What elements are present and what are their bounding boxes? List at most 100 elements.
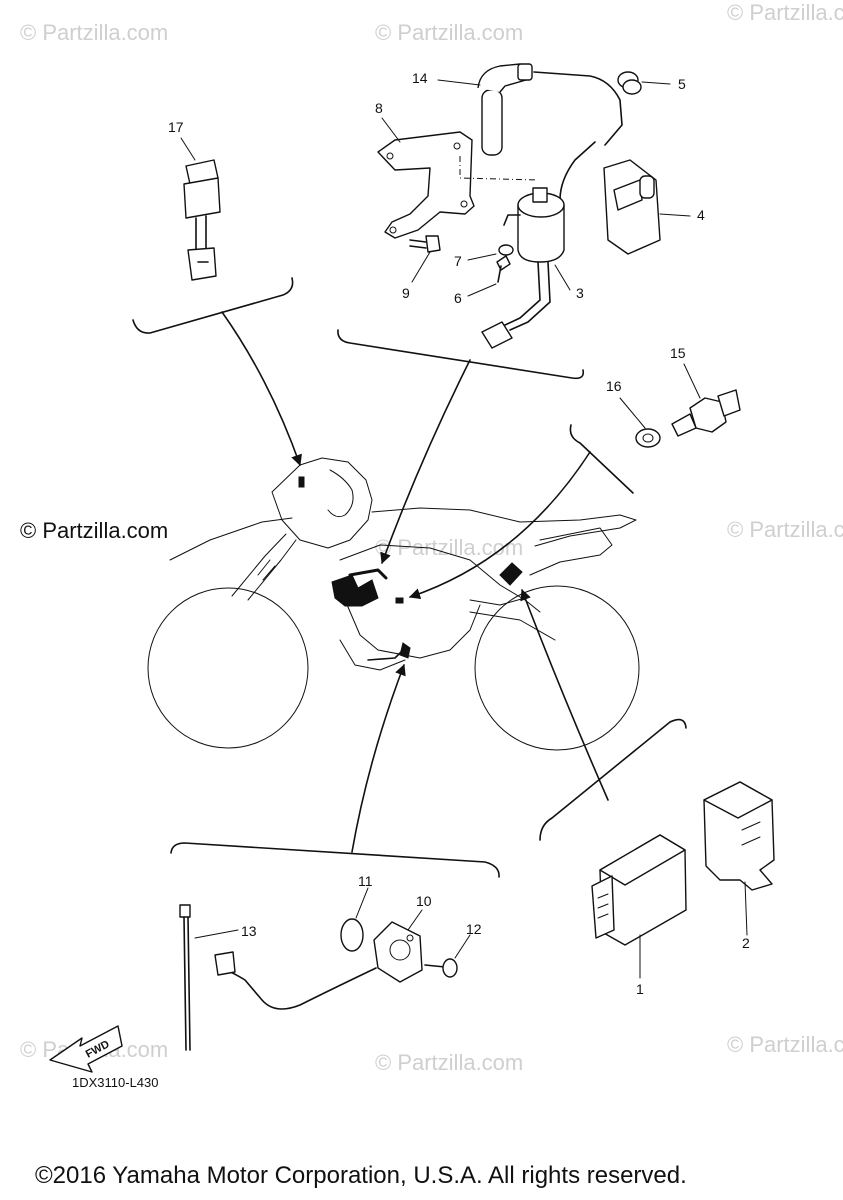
sensor-face (389, 939, 411, 961)
cover-body (603, 159, 661, 255)
relay-connector (187, 247, 217, 281)
location-marker (395, 597, 404, 604)
leader-16 (619, 397, 646, 429)
part-9-bolt-shank (409, 239, 427, 249)
part-10-sensor (214, 921, 423, 1010)
group-bracket (170, 842, 500, 878)
callout-6: 6 (454, 290, 462, 306)
leader-11 (355, 887, 369, 919)
part-3-ignition-coil (459, 156, 565, 349)
tie-head (179, 904, 191, 918)
leader-9 (411, 251, 431, 283)
lower-frame (339, 639, 406, 671)
leader-arrow (408, 451, 591, 600)
copyright-notice: ©2016 Yamaha Motor Corporation, U.S.A. A… (35, 1162, 687, 1189)
part-6-bolt-head (496, 255, 511, 271)
part-14-plug-cap (477, 63, 623, 201)
callout-1: 1 (636, 981, 644, 997)
leader-2 (744, 881, 748, 936)
leader-arrow (380, 359, 471, 565)
callout-9: 9 (402, 285, 410, 301)
part-12-screw (424, 958, 458, 978)
plug-cap-nut (517, 63, 533, 81)
coil-connector (481, 321, 513, 349)
leader-5 (641, 81, 671, 85)
part-1-ecu (591, 834, 687, 946)
part-6-bolt-shank (497, 265, 502, 283)
tie-strap (183, 916, 191, 1051)
callout-4: 4 (697, 207, 705, 223)
ecu-pins (597, 893, 609, 919)
callout-2: 2 (742, 935, 750, 951)
leader-lines (132, 277, 687, 878)
leader-3 (554, 264, 571, 291)
watermark-text: © Partzilla.com (727, 0, 843, 25)
part-5-grommet (617, 71, 642, 95)
relay-body (183, 177, 221, 219)
part-9-bolt-head (425, 235, 441, 253)
bracket-plate (377, 131, 475, 239)
leader-6 (467, 283, 497, 297)
watermark-text: © Partzilla.com (20, 20, 168, 45)
part-15-temp-sensor (671, 389, 741, 437)
leader-14 (437, 79, 481, 86)
callout-14: 14 (412, 70, 428, 86)
front-fender (169, 517, 293, 561)
location-marker (499, 562, 523, 586)
diagram-code: 1DX3110-L430 (72, 1075, 159, 1090)
plug-cap-body (481, 89, 503, 156)
callout-3: 3 (576, 285, 584, 301)
sensor-tip (671, 413, 697, 437)
callout-8: 8 (375, 100, 383, 116)
sensor-hole (406, 934, 414, 942)
part-4-coil-cover (603, 159, 661, 255)
cover-window (613, 179, 643, 211)
watermark-group: © Partzilla.com © Partzilla.com © Partzi… (20, 0, 843, 1075)
fwd-arrow-shape (49, 1025, 123, 1073)
sensor-plug (214, 951, 236, 976)
location-marker-wire (367, 649, 404, 661)
assembly-line (459, 156, 539, 181)
part-17-relay (183, 159, 221, 281)
group-bracket (337, 329, 585, 380)
gasket-outer (635, 428, 661, 448)
fwd-arrow-icon: FWD (49, 1025, 123, 1073)
leader-15 (683, 363, 701, 399)
group-bracket (569, 424, 634, 494)
fork-guard (257, 559, 276, 581)
watermark-text: © Partzilla.com (375, 1050, 523, 1075)
callout-13: 13 (241, 923, 257, 939)
coil-mount (503, 214, 521, 226)
part-13-cable-tie (179, 904, 191, 1051)
bracket-hole (386, 152, 394, 160)
front-number-plate (271, 457, 373, 549)
screw-head (442, 958, 458, 978)
part-2-ecu-holder (703, 781, 775, 891)
callout-7: 7 (454, 253, 462, 269)
rear-wheel (474, 585, 640, 751)
callout-11: 11 (358, 873, 373, 889)
location-marker (348, 568, 388, 580)
bracket-hole (389, 226, 397, 234)
grommet-inner (622, 79, 642, 95)
callout-12: 12 (466, 921, 482, 937)
part-11-o-ring (340, 918, 364, 952)
watermark-text: © Partzilla.com (727, 517, 843, 542)
engine-outline (344, 599, 481, 659)
high-tension-lead (533, 71, 623, 146)
group-bracket (132, 277, 294, 334)
callout-17: 17 (168, 119, 184, 135)
holder-slots (741, 821, 761, 846)
callout-15: 15 (670, 345, 686, 361)
coil-terminal (532, 187, 548, 203)
cover-boot (639, 175, 655, 199)
leader-12 (454, 934, 471, 959)
leader-arrow (520, 588, 609, 801)
seat-line (371, 507, 637, 547)
callout-labels: 17 14 5 8 4 7 6 9 3 15 16 1 2 10 11 12 1… (168, 70, 750, 997)
relay-wires (195, 215, 207, 251)
sensor-connector (717, 389, 741, 417)
ecu-connector (591, 875, 615, 939)
callout-5: 5 (678, 76, 686, 92)
watermark-text: © Partzilla.com (375, 535, 523, 560)
